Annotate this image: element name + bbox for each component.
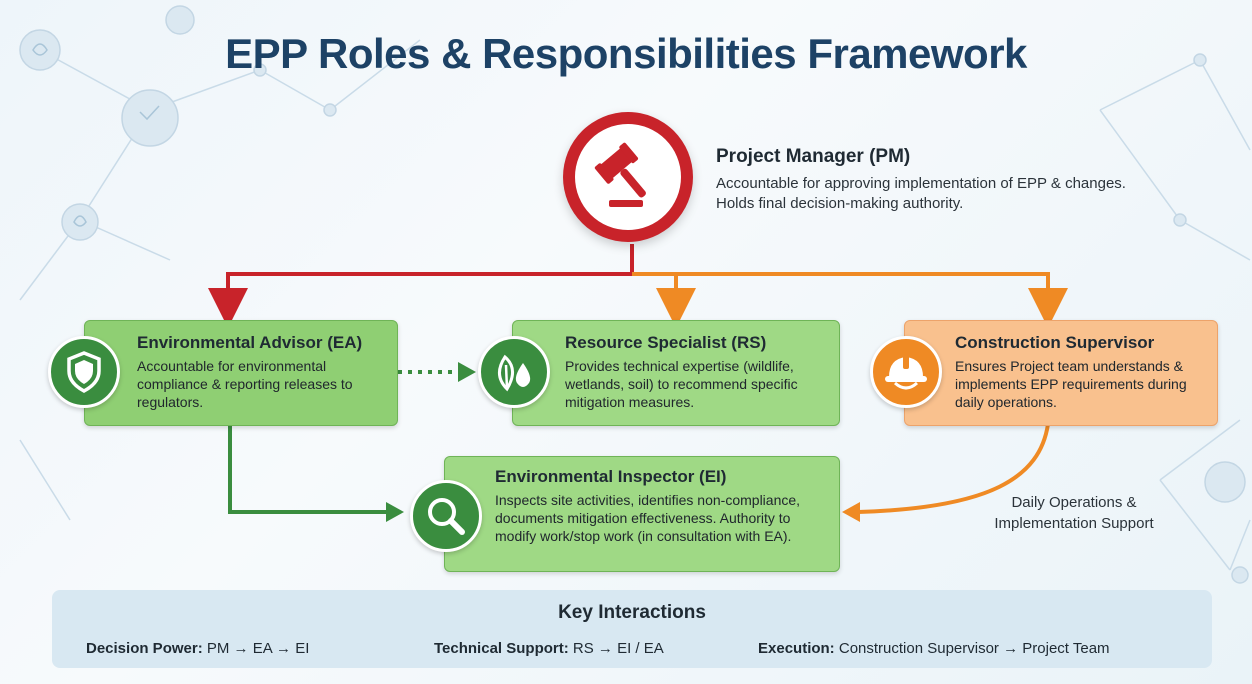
cs-name: Construction Supervisor xyxy=(955,333,1155,352)
cs-description: Ensures Project team understands & imple… xyxy=(955,358,1187,410)
key-item-decision-power: Decision Power: PM → EA → EI xyxy=(86,640,310,657)
pm-to-cs-arrow xyxy=(676,272,1068,328)
key-item-execution: Execution: Construction Supervisor → Pro… xyxy=(758,640,1110,657)
project-manager-badge xyxy=(563,112,693,242)
resource-specialist-box: Resource Specialist (RS) Provides techni… xyxy=(512,320,840,426)
rs-name: Resource Specialist (RS) xyxy=(565,333,767,352)
key-interactions-title: Key Interactions xyxy=(558,602,706,623)
rs-badge xyxy=(478,336,550,408)
page-title: EPP Roles & Responsibilities Framework xyxy=(225,30,1027,77)
leaf-water-icon xyxy=(498,354,531,392)
pm-name: Project Manager (PM) xyxy=(716,146,911,167)
key-item-technical-support: Technical Support: RS → EI / EA xyxy=(434,640,664,657)
environmental-advisor-box: Environmental Advisor (EA) Accountable f… xyxy=(84,320,398,426)
ea-description: Accountable for environmental compliance… xyxy=(137,358,353,410)
magnifier-icon xyxy=(428,498,465,535)
gavel-icon xyxy=(594,142,646,207)
hard-hat-icon xyxy=(885,355,927,390)
ei-name: Environmental Inspector (EI) xyxy=(495,467,727,486)
shield-icon xyxy=(67,351,101,393)
construction-supervisor-box: Construction Supervisor Ensures Project … xyxy=(904,320,1218,426)
daily-operations-label: Daily Operations & Implementation Suppor… xyxy=(994,494,1154,532)
ea-to-rs-dotted-arrow xyxy=(398,362,476,382)
pm-description: Accountable for approving implementation… xyxy=(716,175,1126,212)
ea-to-ei-arrow xyxy=(228,424,404,522)
cs-badge xyxy=(870,336,942,408)
key-interactions-panel: Key Interactions Decision Power: PM → EA… xyxy=(52,590,1212,668)
rs-description: Provides technical expertise (wildlife, … xyxy=(565,358,798,410)
pm-to-ea-arrow xyxy=(208,244,634,328)
ei-description: Inspects site activities, identifies non… xyxy=(495,492,801,544)
environmental-inspector-box: Environmental Inspector (EI) Inspects si… xyxy=(444,456,840,572)
project-manager-info: Project Manager (PM) Accountable for app… xyxy=(716,146,1146,214)
ei-badge xyxy=(410,480,482,552)
cs-to-ei-arrow xyxy=(842,423,1050,522)
ea-badge xyxy=(48,336,120,408)
pm-to-rs-arrow xyxy=(632,272,696,328)
ea-name: Environmental Advisor (EA) xyxy=(137,333,363,352)
